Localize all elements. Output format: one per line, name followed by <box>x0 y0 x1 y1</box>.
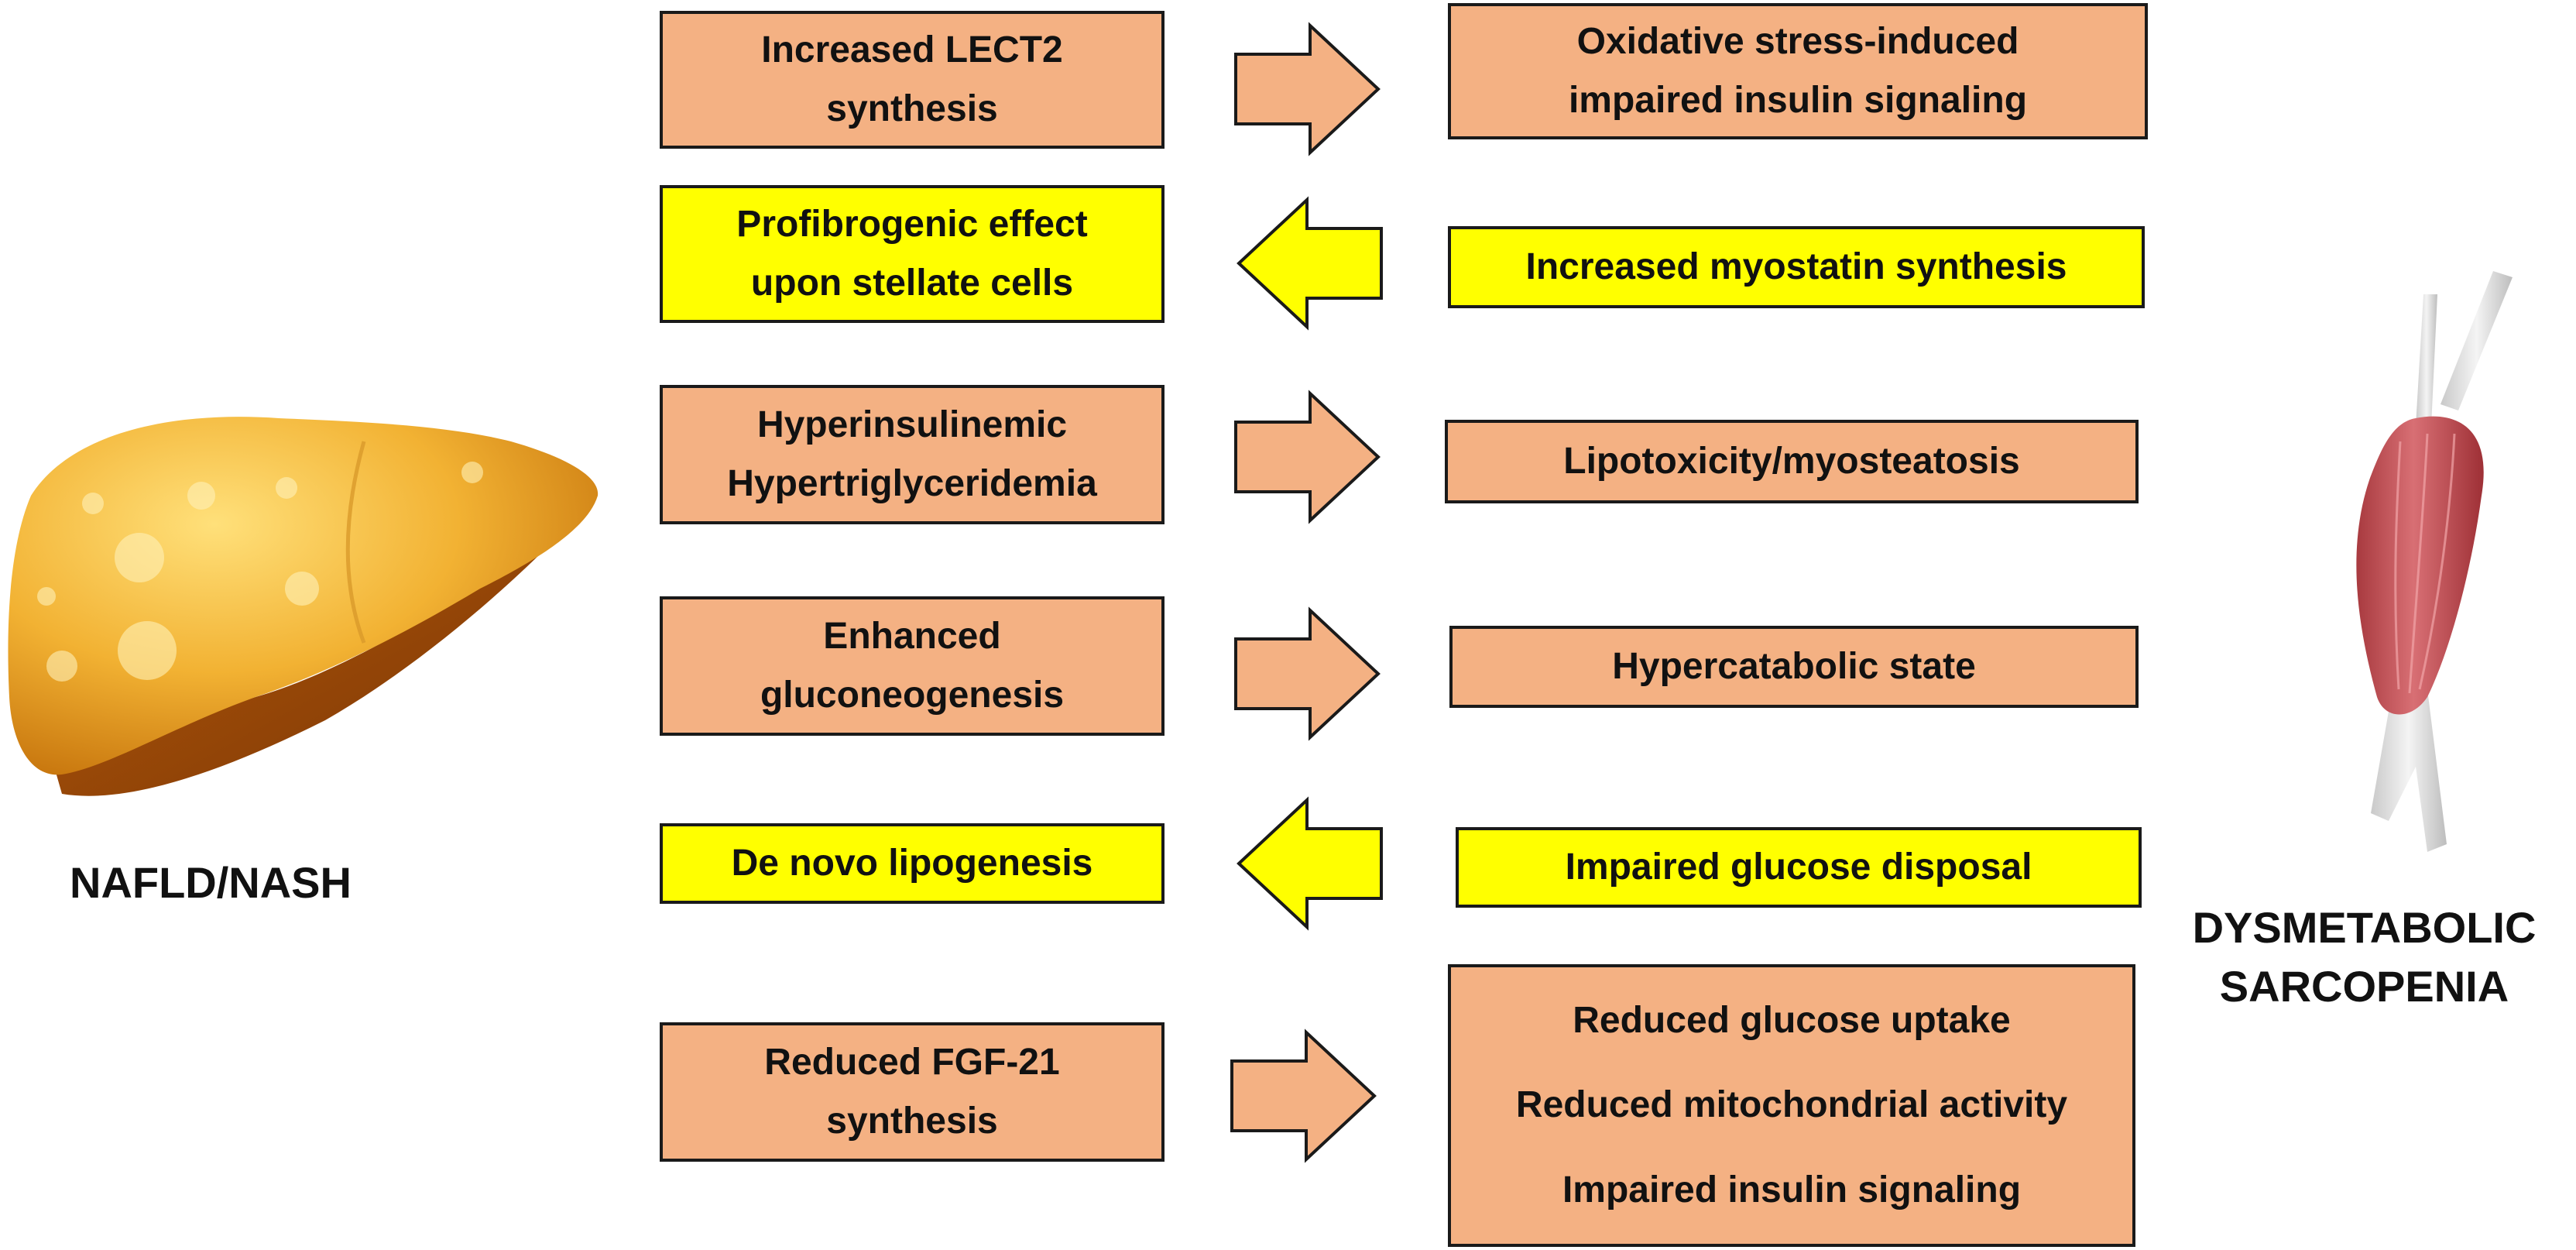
left-box-lipogenesis: De novo lipogenesis <box>660 823 1165 904</box>
left-box-gluconeogenesis-line: gluconeogenesis <box>760 675 1065 716</box>
right-box-lipotoxicity-line: Lipotoxicity/myosteatosis <box>1563 441 2020 482</box>
left-box-gluconeogenesis: Enhanced gluconeogenesis <box>660 596 1165 736</box>
right-box-glucose-disposal: Impaired glucose disposal <box>1456 827 2142 908</box>
right-box-hypercatabolic-line: Hypercatabolic state <box>1612 646 1976 687</box>
left-box-lipogenesis-line: De novo lipogenesis <box>731 843 1093 884</box>
arrow-right-row3 <box>1234 390 1381 524</box>
left-box-profibrogenic-line: upon stellate cells <box>750 263 1074 304</box>
left-box-hyperinsulinemic: Hyperinsulinemic Hypertriglyceridemia <box>660 385 1165 524</box>
left-box-lect2-line: Increased LECT2 <box>761 29 1063 70</box>
right-box-fgf21-effects-line: Reduced glucose uptake <box>1573 999 2011 1041</box>
right-box-fgf21-effects: Reduced glucose uptake Reduced mitochond… <box>1448 964 2135 1247</box>
left-box-lect2-line: synthesis <box>826 88 998 129</box>
muscle-illustration <box>2356 271 2513 852</box>
right-box-oxidative-stress: Oxidative stress-induced impaired insuli… <box>1448 3 2148 139</box>
arrow-right-row6 <box>1230 1029 1377 1163</box>
left-box-profibrogenic: Profibrogenic effect upon stellate cells <box>660 185 1165 323</box>
right-box-myostatin: Increased myostatin synthesis <box>1448 226 2145 308</box>
left-box-fgf21: Reduced FGF-21 synthesis <box>660 1022 1165 1162</box>
left-box-gluconeogenesis-line: Enhanced <box>823 616 1001 657</box>
right-box-fgf21-effects-line: Reduced mitochondrial activity <box>1515 1084 2068 1126</box>
liver-illustration <box>8 417 599 796</box>
left-box-fgf21-line: Reduced FGF-21 <box>764 1042 1060 1083</box>
right-box-myostatin-line: Increased myostatin synthesis <box>1525 246 2067 287</box>
arrow-left-row5 <box>1237 796 1383 931</box>
right-box-glucose-disposal-line: Impaired glucose disposal <box>1565 846 2032 888</box>
right-box-oxidative-stress-line: Oxidative stress-induced <box>1576 21 2019 62</box>
left-box-hyperinsulinemic-line: Hypertriglyceridemia <box>727 463 1097 504</box>
muscle-label-line-1: DYSMETABOLIC <box>2192 903 2537 952</box>
arrow-left-row2 <box>1237 196 1383 331</box>
left-box-profibrogenic-line: Profibrogenic effect <box>736 204 1088 245</box>
right-box-oxidative-stress-line: impaired insulin signaling <box>1568 80 2028 121</box>
muscle-label-line-2: SARCOPENIA <box>2219 962 2509 1011</box>
right-box-hypercatabolic: Hypercatabolic state <box>1449 626 2139 708</box>
right-box-lipotoxicity: Lipotoxicity/myosteatosis <box>1445 420 2139 503</box>
muscle-label: DYSMETABOLIC SARCOPENIA <box>2152 898 2576 1016</box>
left-box-fgf21-line: synthesis <box>826 1101 998 1142</box>
left-box-hyperinsulinemic-line: Hyperinsulinemic <box>756 404 1068 445</box>
arrow-right-row1 <box>1234 22 1381 156</box>
liver-label: NAFLD/NASH <box>70 858 352 907</box>
arrow-right-row4 <box>1234 606 1381 741</box>
right-box-fgf21-effects-line: Impaired insulin signaling <box>1562 1169 2022 1211</box>
left-box-lect2: Increased LECT2 synthesis <box>660 11 1165 149</box>
